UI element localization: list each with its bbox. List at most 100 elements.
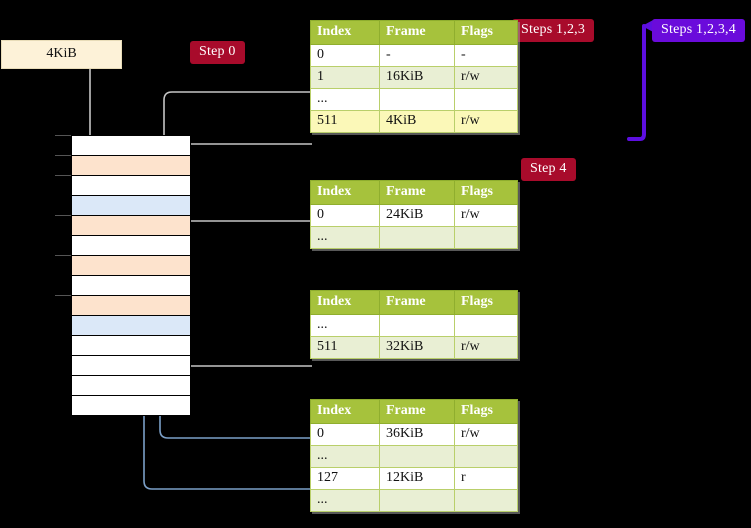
cell-index: 0 <box>310 204 380 227</box>
memory-frame-row <box>71 315 191 336</box>
cell-index: 0 <box>310 44 380 67</box>
memory-frame-row <box>71 295 191 316</box>
memory-row-tick <box>55 135 71 136</box>
memory-frame-row <box>71 235 191 256</box>
cell-frame: 16KiB <box>379 66 455 89</box>
table-header-row: Index Frame Flags <box>310 20 518 45</box>
cell-flags <box>454 314 518 337</box>
memory-row-tick <box>55 175 71 176</box>
cell-flags: r/w <box>454 204 518 227</box>
memory-row-tick <box>55 295 71 296</box>
column-header-frame: Frame <box>379 290 455 315</box>
wire-level2-row511 <box>179 302 312 367</box>
cell-flags: r/w <box>454 66 518 89</box>
cell-flags <box>454 226 518 249</box>
cell-flags <box>454 445 518 468</box>
memory-frame-row <box>71 395 191 416</box>
memory-frame-row <box>71 135 191 156</box>
cell-frame: 36KiB <box>379 423 455 446</box>
badge-steps-1234: Steps 1,2,3,4 <box>652 19 745 42</box>
cell-frame: 32KiB <box>379 336 455 359</box>
table-row: ... <box>310 314 518 337</box>
column-header-frame: Frame <box>379 180 455 205</box>
badge-steps-123: Steps 1,2,3 <box>512 19 595 42</box>
cell-index: 1 <box>310 66 380 89</box>
cell-frame <box>379 445 455 468</box>
wire-level3-row0 <box>179 220 312 252</box>
table-header-row: Index Frame Flags <box>310 180 518 205</box>
column-header-flags: Flags <box>454 180 518 205</box>
table-row: ... <box>310 489 518 512</box>
memory-row-tick <box>55 215 71 216</box>
memory-frame-row <box>71 355 191 376</box>
table-row: 0-- <box>310 44 518 67</box>
memory-row-tick <box>55 255 71 256</box>
cell-index: ... <box>310 88 380 111</box>
memory-frame-row <box>71 275 191 296</box>
memory-frame-row <box>71 175 191 196</box>
cell-frame: - <box>379 44 455 67</box>
cell-index: ... <box>310 445 380 468</box>
memory-size-label: 4KiB <box>1 40 122 69</box>
cell-frame <box>379 489 455 512</box>
cell-flags: r/w <box>454 336 518 359</box>
memory-frame-row <box>71 195 191 216</box>
column-header-flags: Flags <box>454 290 518 315</box>
cell-frame <box>379 226 455 249</box>
cell-frame <box>379 314 455 337</box>
cell-flags: - <box>454 44 518 67</box>
cell-index: ... <box>310 314 380 337</box>
memory-frame-row <box>71 215 191 236</box>
cell-index: 127 <box>310 467 380 490</box>
cell-index: 511 <box>310 110 380 133</box>
cell-frame: 24KiB <box>379 204 455 227</box>
cell-flags <box>454 88 518 111</box>
column-header-index: Index <box>310 20 380 45</box>
cell-frame: 4KiB <box>379 110 455 133</box>
memory-column <box>55 135 191 416</box>
table-row: ... <box>310 88 518 111</box>
cell-index: 0 <box>310 423 380 446</box>
wire-level1-row127 <box>143 207 312 490</box>
column-header-frame: Frame <box>379 399 455 424</box>
column-header-frame: Frame <box>379 20 455 45</box>
column-header-index: Index <box>310 399 380 424</box>
table-header-row: Index Frame Flags <box>310 290 518 315</box>
cell-index: ... <box>310 489 380 512</box>
memory-frame-row <box>71 155 191 176</box>
wire-steps-bracket <box>627 19 655 141</box>
cell-flags: r <box>454 467 518 490</box>
memory-frame-row <box>71 335 191 356</box>
column-header-index: Index <box>310 290 380 315</box>
badge-step4: Step 4 <box>521 158 576 181</box>
table-header-row: Index Frame Flags <box>310 399 518 424</box>
wire-level1-row0 <box>159 317 312 439</box>
cell-index: ... <box>310 226 380 249</box>
memory-frame-row <box>71 255 191 276</box>
cell-flags: r/w <box>454 110 518 133</box>
table-row: ... <box>310 226 518 249</box>
cell-frame: 12KiB <box>379 467 455 490</box>
cell-frame <box>379 88 455 111</box>
wire-level4-row511 <box>179 143 312 204</box>
cell-flags <box>454 489 518 512</box>
column-header-flags: Flags <box>454 20 518 45</box>
column-header-flags: Flags <box>454 399 518 424</box>
memory-frame-row <box>71 375 191 396</box>
table-row: ... <box>310 445 518 468</box>
